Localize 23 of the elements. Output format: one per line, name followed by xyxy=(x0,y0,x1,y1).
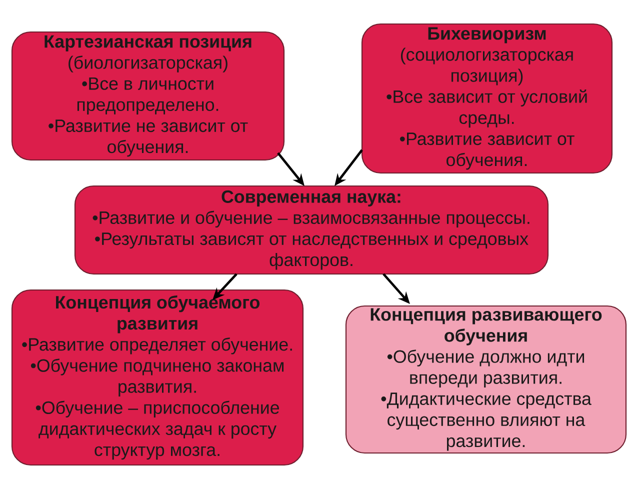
box-heading: Концепция обучаемого развития xyxy=(56,295,260,334)
rounded-box xyxy=(11,289,304,466)
rounded-box xyxy=(11,31,285,161)
bullet-text: •Результаты зависят от наследственных и средовых факторов. xyxy=(95,232,528,270)
bullet-text: •Развитие и обучение – взаимосвязанные процессы. xyxy=(92,210,530,228)
box-heading: Современная наука: xyxy=(222,190,400,206)
bullet-text: •Развитие зависит от обучения. xyxy=(400,132,574,170)
rounded-box xyxy=(345,305,627,454)
bullet-text: •Все в личности предопределено. xyxy=(77,77,218,115)
box-heading: Концепция развивающего обучения xyxy=(370,308,602,346)
bullet-text: (биологизаторская) xyxy=(68,56,228,72)
bullet-text: •Обучение должно идти впереди развития. xyxy=(387,350,584,388)
bullet-text: •Обучение – приспособление дидактических задач к росту структур мозга. xyxy=(36,400,280,460)
bullet-text: •Развитие определяет обучение. xyxy=(22,338,292,354)
rounded-box xyxy=(74,185,549,275)
bullet-text: (социологизаторская позиция) xyxy=(401,48,573,86)
box-heading: Картезианская позиция xyxy=(44,35,252,52)
box-heading: Бихевиоризм xyxy=(428,27,546,44)
bullet-text: •Обучение подчинено законам развития. xyxy=(30,358,284,396)
bullet-text: •Все зависит от условий среды. xyxy=(386,90,587,128)
bullet-text: •Дидактические средства существенно влияют на развитие. xyxy=(381,392,592,451)
rounded-box xyxy=(361,23,613,174)
bullet-text: •Развитие не зависит от обучения. xyxy=(48,120,248,157)
